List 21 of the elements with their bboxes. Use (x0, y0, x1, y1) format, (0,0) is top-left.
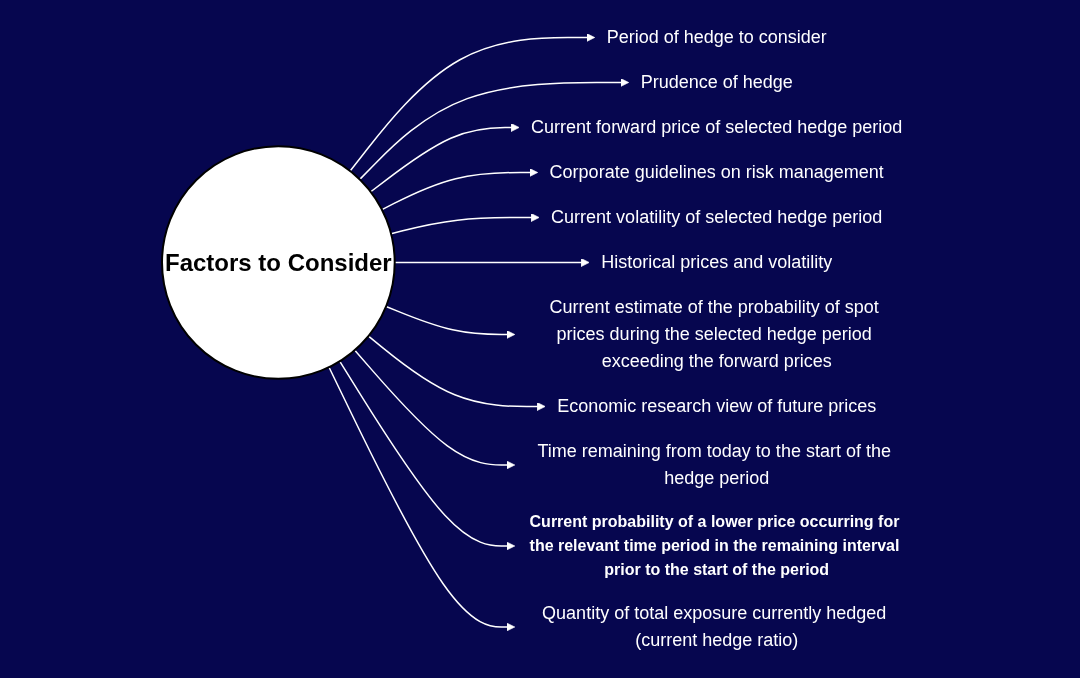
node-text: Corporate guidelines on risk management (549, 162, 884, 182)
node-text: Time remaining from today to the start of the hedge period (537, 441, 891, 488)
node-circle: Factors to Consider (160, 145, 396, 380)
arrow (369, 123, 520, 193)
node-text: Quantity of total exposure currently hedged (current hedge ratio) (541, 603, 886, 650)
node-text: Period of hedge to consider (606, 27, 827, 47)
arrow (358, 78, 629, 181)
node-text: Historical prices and volatility (600, 252, 832, 272)
arrow (327, 366, 515, 632)
arrow (367, 335, 546, 411)
node-text: Prudence of hedge (640, 72, 793, 92)
node-text: Current estimate of the probability of spot prices during the selected hedge period exceeding the forward prices (549, 297, 879, 371)
node-text: Economic research view of future prices (556, 396, 876, 416)
node-text: Current forward price of selected hedge period (530, 117, 902, 137)
arrow (353, 349, 515, 470)
node-text: Current probability of a lower price occurring for the relevant time period in the remaining interval prior to the start of the period (529, 513, 900, 578)
arrow (380, 168, 538, 211)
arrow (338, 360, 515, 551)
node-text: Current volatility of selected hedge period (550, 207, 882, 227)
arrow (390, 213, 540, 235)
arrow (349, 33, 595, 172)
